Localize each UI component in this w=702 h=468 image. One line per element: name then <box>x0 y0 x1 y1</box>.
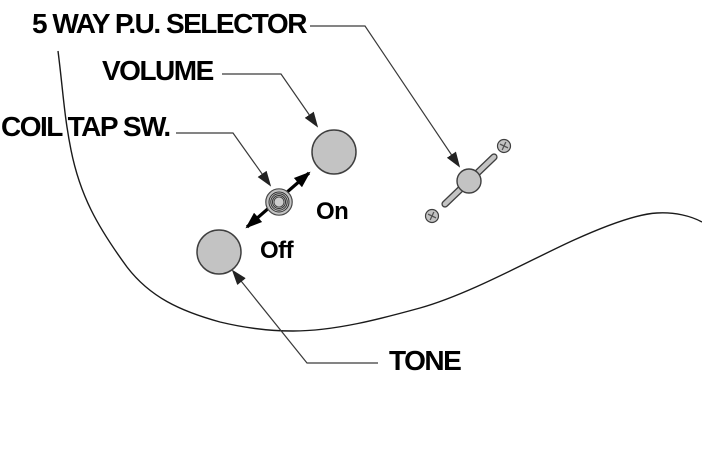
label-off: Off <box>260 237 294 264</box>
volume-knob <box>311 129 357 175</box>
leader-tone <box>231 269 378 364</box>
selector-screw-bottom <box>424 208 440 224</box>
leader-five-way-selector <box>310 25 461 168</box>
label-volume: VOLUME <box>102 55 214 86</box>
label-coil-tap-switch: COIL TAP SW. <box>1 111 171 142</box>
pickup-selector-switch <box>424 138 512 224</box>
body-outline <box>57 50 702 332</box>
label-five-way-selector: 5 WAY P.U. SELECTOR <box>32 8 307 39</box>
leader-volume <box>222 73 319 128</box>
label-on: On <box>316 198 349 225</box>
coil-tap-knob <box>265 188 293 216</box>
label-tone: TONE <box>389 345 462 376</box>
selector-screw-top <box>496 138 512 154</box>
tone-knob <box>196 229 242 275</box>
selector-base <box>456 168 482 194</box>
leader-coil-tap <box>176 132 272 187</box>
